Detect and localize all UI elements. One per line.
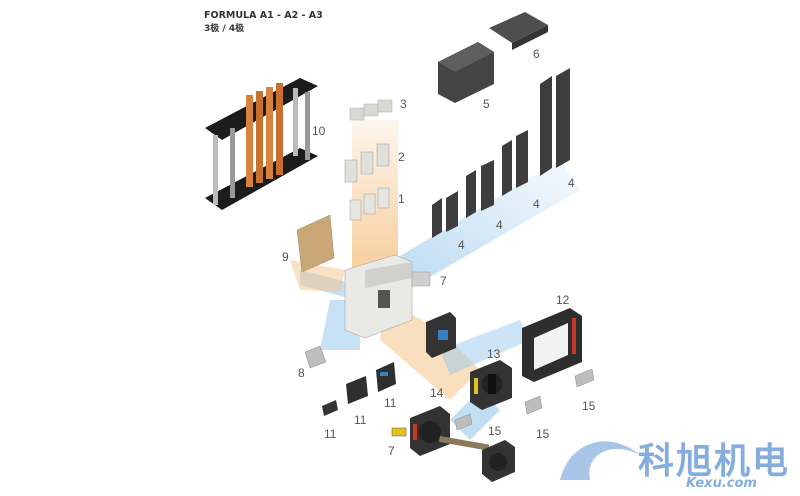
- terminal-caps: [349, 99, 393, 121]
- callout-4d: 4: [568, 176, 575, 190]
- terminal-cover-5: [438, 42, 494, 103]
- callout-9: 9: [282, 250, 289, 264]
- breaker-body: [344, 254, 413, 339]
- watermark-brand: 科旭机电: [638, 441, 791, 482]
- terminals-1: [349, 187, 390, 221]
- aux-contact-7: [411, 271, 431, 287]
- callout-11b: 11: [354, 413, 367, 427]
- callout-3: 3: [400, 97, 407, 111]
- phase-barriers: [432, 68, 570, 238]
- module-center: [426, 312, 456, 358]
- watermark-domain: Kexu.com: [686, 476, 757, 491]
- callout-4a: 4: [458, 238, 465, 252]
- callout-7-lower: 7: [388, 444, 395, 458]
- lock-7: [391, 427, 407, 437]
- callout-7-upper: 7: [440, 274, 447, 288]
- terminals-2: [344, 143, 390, 183]
- terminal-cover-6: [489, 12, 548, 50]
- callout-11c: 11: [384, 396, 397, 410]
- callout-10: 10: [312, 124, 326, 138]
- callout-6: 6: [533, 47, 540, 61]
- diagram-title: FORMULA A1 - A2 - A3: [204, 10, 323, 21]
- blue-beam-4: [360, 160, 580, 300]
- rotary-handle-13: [470, 360, 512, 410]
- door-frame-12: [522, 308, 582, 382]
- callout-14: 14: [430, 386, 444, 400]
- callout-15a: 15: [488, 424, 502, 438]
- keys-15: [454, 368, 595, 431]
- callout-4c: 4: [533, 197, 540, 211]
- watermark-logo-icon: [560, 441, 640, 480]
- callout-2: 2: [398, 150, 405, 164]
- diagram-subtitle: 3极 / 4极: [204, 24, 245, 34]
- callout-12: 12: [556, 293, 570, 307]
- callout-4b: 4: [496, 218, 503, 232]
- rotary-handle-14: [410, 406, 515, 482]
- accessories-11: [322, 362, 396, 416]
- callout-15c: 15: [582, 399, 596, 413]
- callout-8: 8: [298, 366, 305, 380]
- callout-11a: 11: [324, 427, 337, 441]
- blue-beam-13: [440, 320, 530, 375]
- part-8: [304, 345, 327, 369]
- callout-15b: 15: [536, 427, 550, 441]
- callout-5: 5: [483, 97, 490, 111]
- callout-1: 1: [398, 192, 405, 206]
- mounting-plate: [296, 214, 335, 273]
- callout-13: 13: [487, 347, 501, 361]
- busbar-frame: [205, 78, 318, 210]
